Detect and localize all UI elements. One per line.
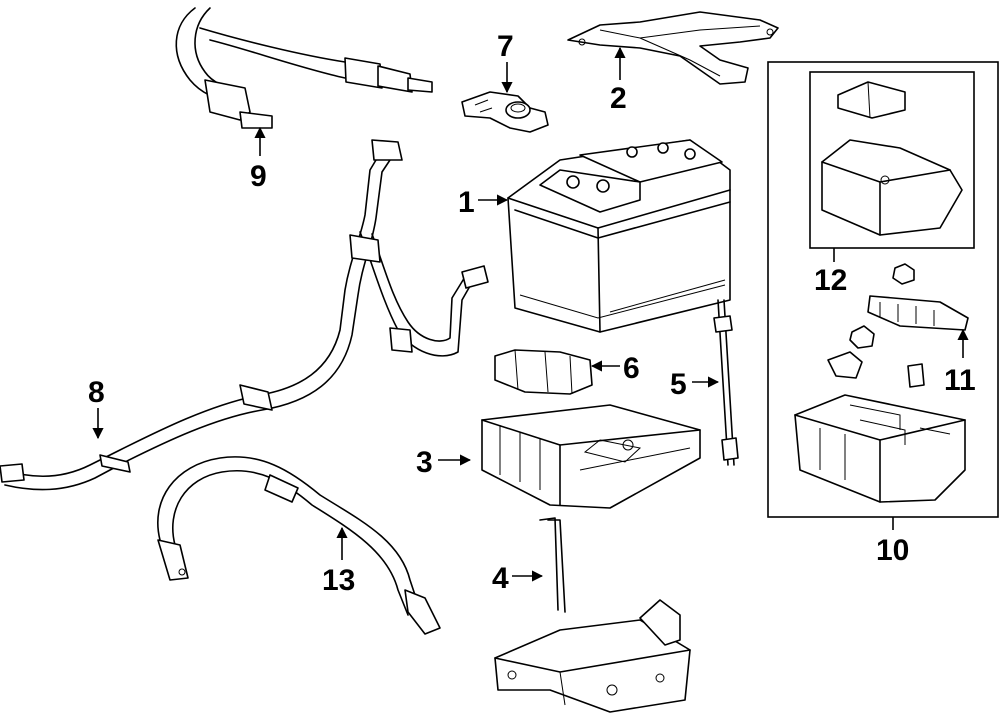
- callout-6: 6: [623, 352, 640, 385]
- part-6-terminal-cover: [494, 349, 593, 395]
- fuse-box-group-frame: [767, 61, 999, 518]
- leader-lines: [92, 46, 969, 582]
- callout-3: 3: [416, 446, 433, 479]
- part-2-bracket: [567, 11, 779, 85]
- fuse-cover-group-frame: [809, 71, 975, 249]
- part-4-lower-bracket: [494, 517, 691, 713]
- callout-5: 5: [670, 368, 687, 401]
- part-9-ground-cable: [175, 7, 433, 129]
- part-1-battery: [507, 139, 731, 333]
- callout-13: 13: [322, 564, 355, 597]
- part-3-battery-tray: [481, 404, 701, 509]
- callout-9: 9: [250, 160, 267, 193]
- callout-7: 7: [497, 30, 514, 63]
- part-11-fuse-parts: [827, 263, 969, 388]
- callout-2: 2: [610, 82, 627, 115]
- part-12-fuse-cover: [821, 81, 963, 236]
- callout-4: 4: [492, 562, 509, 595]
- callout-1: 1: [458, 186, 475, 219]
- part-7-sensor: [461, 91, 549, 133]
- part-5-hold-down-rod: [713, 299, 739, 466]
- callout-10: 10: [876, 534, 909, 567]
- callout-8: 8: [88, 376, 105, 409]
- callout-12: 12: [814, 264, 847, 297]
- part-13-cable: [157, 456, 441, 635]
- part-10-fuse-box: [794, 394, 966, 503]
- callout-11: 11: [944, 364, 976, 397]
- part-8-battery-cable: [0, 139, 489, 491]
